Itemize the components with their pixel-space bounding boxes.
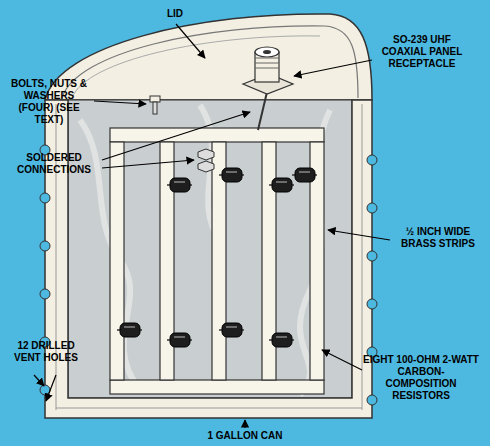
resistor-symbol <box>292 168 317 182</box>
resistor-symbol <box>167 333 192 347</box>
callout-label: EIGHT 100-OHM 2-WATT CARBON-COMPOSITION … <box>362 354 480 402</box>
vent-hole <box>367 251 377 261</box>
can-wall <box>45 100 372 418</box>
callout-label: 1 GALLON CAN <box>186 430 304 442</box>
callout-label: LID <box>150 8 200 20</box>
callout-label: BOLTS, NUTS & WASHERS (FOUR) (SEE TEXT) <box>6 78 92 126</box>
resistor-symbol <box>269 333 294 347</box>
vent-hole <box>40 289 50 299</box>
callout-label: SOLDERED CONNECTIONS <box>6 152 102 176</box>
vent-hole <box>40 193 50 203</box>
resistor-symbol <box>219 168 244 182</box>
vent-hole <box>367 395 377 405</box>
vent-hole <box>367 155 377 165</box>
brass-strips <box>110 128 324 394</box>
can-interior <box>68 100 352 398</box>
vent-hole <box>40 241 50 251</box>
resistor-symbol <box>219 323 244 337</box>
callout-label: 12 DRILLED VENT HOLES <box>6 340 86 364</box>
lid <box>45 14 372 100</box>
resistor-symbol <box>117 323 142 337</box>
vent-hole <box>367 203 377 213</box>
leader-lines <box>34 24 390 428</box>
callout-label: ½ INCH WIDE BRASS STRIPS <box>392 226 484 250</box>
vent-hole <box>367 299 377 309</box>
coaxial-receptacle <box>243 47 293 130</box>
resistor-symbol <box>167 178 192 192</box>
resistor-symbols <box>117 168 317 347</box>
vent-holes <box>40 145 377 405</box>
callout-label: SO-239 UHF COAXIAL PANEL RECEPTACLE <box>372 34 472 70</box>
resistor-symbol <box>269 178 294 192</box>
